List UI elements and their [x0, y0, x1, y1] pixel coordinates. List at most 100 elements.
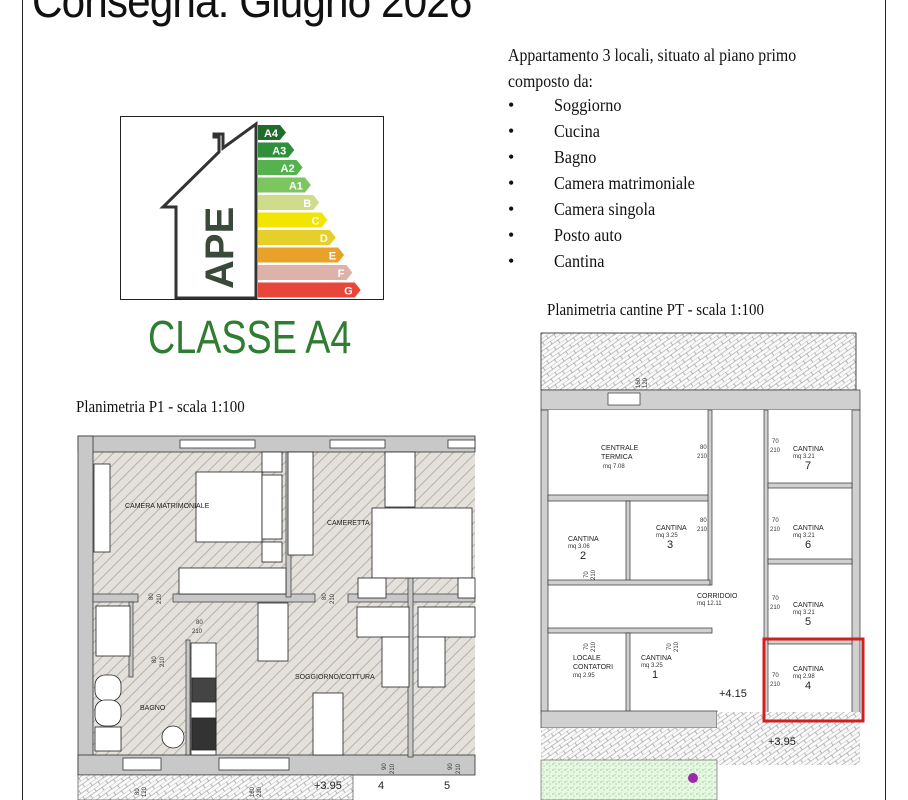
- room-label-cameretta: CAMERETTA: [327, 520, 370, 527]
- room-number: 5: [805, 616, 811, 628]
- room-number: 4: [805, 680, 811, 692]
- energy-class-bar-d: [258, 230, 336, 245]
- door-height: 210: [674, 641, 680, 652]
- level-marker: +3.95: [314, 780, 342, 792]
- bullet-icon: •: [508, 147, 515, 167]
- room-label-bagno: BAGNO: [140, 705, 166, 712]
- door-width: 70: [772, 439, 779, 445]
- energy-class-bar-g: [258, 282, 361, 298]
- door-height: 210: [591, 641, 597, 652]
- room-number: 2: [580, 550, 586, 562]
- energy-class-label: A3: [272, 146, 286, 158]
- feature-label: Soggiorno: [554, 95, 622, 115]
- door-width: 80: [196, 620, 203, 626]
- door-width: 70: [667, 643, 673, 650]
- bullet-icon: •: [508, 95, 515, 115]
- ape-logo-text: APE: [198, 207, 242, 289]
- door-width: 90: [382, 763, 388, 770]
- room-label: CANTINA: [656, 525, 687, 532]
- door-width: 80: [322, 593, 328, 600]
- door-height: 210: [770, 605, 781, 611]
- plan-p1-caption: Planimetria P1 - scala 1:100: [76, 397, 245, 416]
- feature-label: Cucina: [554, 121, 600, 141]
- highlight-cantina-4: [762, 637, 865, 723]
- window-height: 120: [142, 786, 148, 797]
- room-label: CENTRALE: [601, 445, 639, 452]
- feature-label: Cantina: [554, 251, 605, 271]
- room-area: mq 2.95: [573, 673, 595, 679]
- room-number: 7: [805, 460, 811, 472]
- door-width: 80: [152, 656, 158, 663]
- bullet-icon: •: [508, 121, 515, 141]
- energy-class-bar-a1: [258, 177, 311, 193]
- energy-class-bar-a3: [258, 142, 295, 158]
- room-area: mq 3.21: [793, 533, 815, 539]
- energy-class-label: G: [344, 286, 353, 298]
- feature-label: Camera singola: [554, 199, 656, 219]
- page-title: Consegna: Giugno 2026: [32, 0, 472, 27]
- bullet-icon: •: [508, 173, 515, 193]
- door-width: 80: [149, 593, 155, 600]
- door-height: 210: [697, 527, 708, 533]
- room-label: LOCALE: [573, 655, 601, 662]
- door-height: 210: [770, 448, 781, 454]
- door-height: 210: [456, 763, 462, 774]
- door-width: 80: [700, 518, 707, 524]
- window-width: 160: [636, 377, 642, 388]
- door-width: 80: [700, 445, 707, 451]
- door-dimensions: 80 210 80 210 70 210 70 210 70 210 70 21…: [584, 377, 781, 688]
- energy-class-bar-a2: [258, 160, 303, 175]
- door-height: 210: [697, 454, 708, 460]
- window-width: 180: [250, 786, 256, 797]
- room-area: mq 3.06: [568, 544, 590, 550]
- page-border-right: [885, 0, 886, 800]
- door-width: 70: [772, 596, 779, 602]
- energy-class-label: D: [320, 233, 328, 245]
- door-width: 70: [772, 673, 779, 679]
- room-label: CANTINA: [793, 666, 824, 673]
- door-height: 210: [330, 593, 336, 604]
- plant-icon: [688, 773, 698, 783]
- room-area: mq 2.98: [793, 674, 815, 680]
- energy-class-bar-a4: [258, 125, 286, 140]
- description-line: Appartamento 3 locali, situato al piano …: [508, 45, 797, 65]
- feature-label: Posto auto: [554, 225, 622, 245]
- energy-class-label: B: [303, 198, 311, 210]
- door-width: 70: [584, 571, 590, 578]
- feature-label: Camera matrimoniale: [554, 173, 695, 193]
- energy-class-label: CLASSE A4: [148, 311, 352, 363]
- room-number: 1: [652, 669, 658, 681]
- energy-class-label: C: [312, 216, 320, 228]
- description: Appartamento 3 locali, situato al piano …: [508, 42, 796, 94]
- level-marker: +4.15: [719, 688, 747, 700]
- room-area: mq 3.21: [793, 610, 815, 616]
- energy-class-label: E: [329, 251, 336, 263]
- energy-class-bar-e: [258, 247, 345, 263]
- plan-cantine-caption: Planimetria cantine PT - scala 1:100: [547, 300, 765, 319]
- room-label: CANTINA: [641, 655, 672, 662]
- door-height: 210: [160, 656, 166, 667]
- level-marker: +3.95: [768, 736, 796, 748]
- page-border-left: [22, 0, 23, 800]
- energy-class-label: A2: [281, 163, 295, 175]
- room-label: CORRIDOIO: [697, 593, 738, 600]
- window-height: 230: [257, 786, 263, 797]
- parking-number: 5: [444, 780, 450, 792]
- room-label-camera: CAMERA MATRIMONIALE: [125, 503, 210, 510]
- room-area: mq 3.21: [793, 454, 815, 460]
- room-label-soggiorno: SOGGIORNO/COTTURA: [295, 674, 375, 681]
- door-dimensions: 80 210 80 210 80 210 80 210 90 210 90 21…: [149, 593, 462, 774]
- room-number: 6: [805, 539, 811, 551]
- door-height: 210: [157, 593, 163, 604]
- window-width: 80: [135, 788, 141, 795]
- energy-class-label: F: [338, 268, 345, 280]
- door-width: 70: [584, 643, 590, 650]
- energy-class-bar-c: [258, 212, 328, 228]
- energy-class-bar-b: [258, 195, 320, 210]
- door-height: 210: [390, 763, 396, 774]
- door-height: 210: [770, 527, 781, 533]
- bullet-icon: •: [508, 199, 515, 219]
